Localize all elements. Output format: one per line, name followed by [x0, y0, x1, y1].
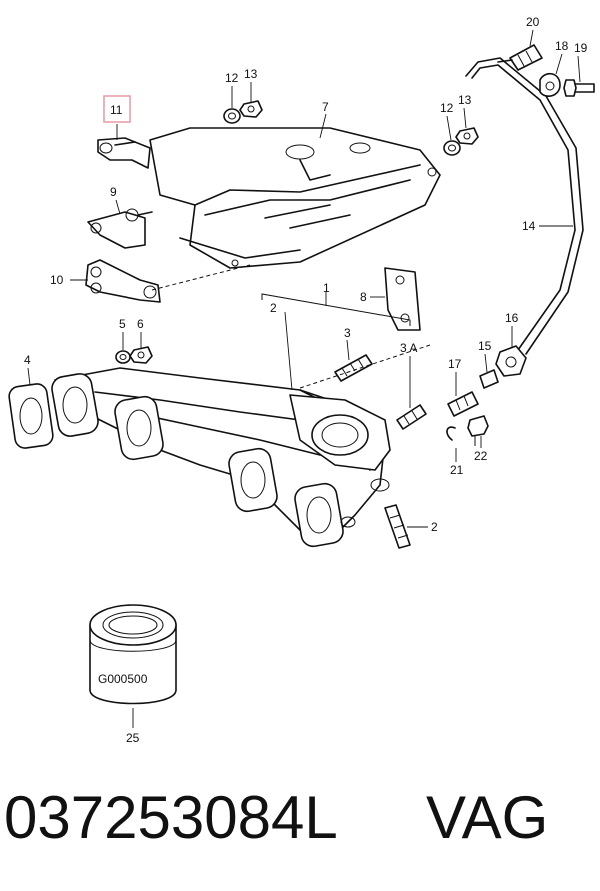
callout-9: 9 — [110, 185, 117, 199]
callout-11-highlight — [103, 95, 131, 123]
bolt-22 — [467, 415, 489, 446]
fitting-17 — [447, 391, 479, 417]
callout-1: 1 — [323, 281, 330, 295]
callout-16: 16 — [505, 311, 519, 325]
dashed-guide — [299, 344, 431, 389]
callout-12-left: 12 — [225, 71, 239, 85]
callout-2-bottom: 2 — [431, 520, 438, 534]
gasket-4 — [8, 383, 54, 449]
callout-14: 14 — [522, 219, 536, 233]
dashed-guide-2 — [151, 264, 251, 291]
fitting-15 — [479, 369, 499, 389]
washer-12-left — [223, 108, 241, 124]
callout-13-right: 13 — [458, 93, 472, 107]
callout-17: 17 — [448, 357, 462, 371]
nut-13-right — [455, 127, 479, 145]
callout-5: 5 — [119, 317, 126, 331]
callout-25: 25 — [126, 731, 140, 745]
exhaust-manifold — [51, 367, 391, 548]
callout-10: 10 — [50, 273, 64, 287]
brand-name: VAG — [426, 784, 548, 851]
part-number: 037253084L — [4, 784, 338, 851]
washer-12-right — [443, 140, 461, 156]
bolt-19 — [563, 79, 595, 97]
callout-12-right: 12 — [440, 101, 454, 115]
callout-2-top: 2 — [270, 301, 277, 315]
callout-7: 7 — [322, 100, 329, 114]
callout-3: 3 — [344, 326, 351, 340]
filter-marking: G000500 — [98, 672, 148, 686]
bracket-11 — [97, 137, 151, 169]
fitting-20 — [497, 44, 543, 71]
washer-5 — [115, 350, 131, 364]
callouts: 11 12 13 7 12 13 9 10 1 2 8 5 6 3 3 A 4 … — [24, 15, 588, 745]
bracket-9 — [87, 208, 153, 249]
callout-18: 18 — [555, 39, 569, 53]
pipe-14 — [465, 57, 584, 355]
callout-8: 8 — [360, 290, 367, 304]
callout-6: 6 — [137, 317, 144, 331]
leader-lines — [27, 29, 581, 728]
callout-13-left: 13 — [244, 67, 258, 81]
callout-19: 19 — [574, 41, 588, 55]
clip-21 — [446, 426, 456, 441]
union-16 — [495, 345, 527, 377]
callout-20: 20 — [526, 15, 540, 29]
stud-2 — [384, 504, 411, 549]
callout-21: 21 — [450, 463, 464, 477]
stud-3a — [396, 404, 427, 430]
callout-3a: 3 A — [400, 341, 417, 355]
bracket-8 — [384, 267, 421, 331]
callout-11: 11 — [110, 103, 123, 117]
filter-25: G000500 — [89, 604, 177, 705]
intake-manifold — [149, 127, 441, 269]
clamp-18 — [539, 72, 561, 97]
stud-3 — [334, 354, 373, 382]
callout-22: 22 — [474, 449, 488, 463]
callout-15: 15 — [478, 339, 492, 353]
nut-13-left — [239, 100, 263, 118]
bracket-10 — [85, 259, 161, 303]
callout-4: 4 — [24, 353, 31, 367]
nut-6 — [129, 346, 153, 364]
